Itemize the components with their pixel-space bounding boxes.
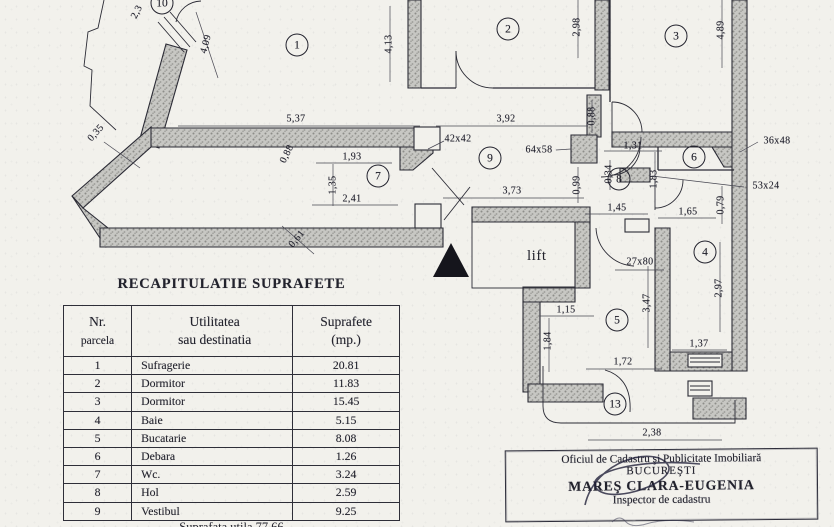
table-row: 6 Debara 1.26 [62, 446, 400, 467]
dimension-label: 2,98 [571, 17, 583, 37]
dimension-label: 53x24 [752, 180, 780, 192]
dimension-label: 1,84 [542, 331, 554, 351]
dimension-label: 0,79 [715, 195, 727, 215]
recap-header-row: Nr. parcela Utilitatea sau destinatia Su… [62, 305, 400, 357]
cell-nr-parcela: 3 [62, 392, 133, 412]
recap-table-body: 1 Sufragerie 20.81 2 Dormitor 11.83 3 Do… [62, 355, 400, 521]
cell-suprafata: 8.08 [292, 428, 400, 448]
room-number: 6 [682, 145, 706, 169]
dimension-label: 2,38 [642, 427, 662, 439]
cell-utilitatea: Bucatarie [131, 428, 294, 448]
room-number: 3 [664, 24, 688, 48]
dimension-label: 5,37 [286, 113, 306, 125]
dimension-label: 2,97 [713, 278, 725, 298]
table-row: 1 Sufragerie 20.81 [62, 355, 400, 376]
dimension-label: 4,89 [715, 20, 727, 40]
cell-utilitatea: Dormitor [131, 374, 294, 394]
room-number: 5 [605, 308, 629, 332]
dimension-label: 42x42 [444, 133, 472, 145]
pillars [413, 126, 650, 233]
cell-nr-parcela: 7 [62, 465, 133, 485]
dimension-label: 1,37 [689, 338, 709, 350]
dimension-label: 0,99 [571, 175, 583, 195]
dimension-lines [103, 0, 759, 441]
cell-utilitatea: Vestibul [131, 501, 294, 521]
dimension-label: 64x58 [525, 144, 553, 156]
floor-plan [71, 0, 759, 441]
cell-utilitatea: Debara [131, 446, 294, 467]
cell-suprafata: 3.24 [292, 465, 400, 485]
dimension-label: 1,45 [607, 202, 627, 214]
dimension-label: 1,35 [327, 175, 339, 195]
dimension-label: 1,83 [648, 169, 660, 189]
header-suprafete: Suprafete (mp.) [292, 305, 400, 357]
table-row: 9 Vestibul 9.25 [62, 501, 400, 521]
recap-table: Nr. parcela Utilitatea sau destinatia Su… [62, 305, 400, 521]
balcony-outlines [83, 0, 736, 424]
cell-utilitatea: Dormitor [131, 392, 294, 412]
recap-title: RECAPITULATIE SUPRAFETE [117, 276, 346, 292]
dimension-label: 1,72 [613, 356, 633, 368]
cell-suprafata: 11.83 [292, 374, 400, 394]
lift-label: lift [527, 248, 547, 264]
dimension-label: 2,41 [342, 193, 362, 205]
cell-utilitatea: Sufragerie [131, 355, 294, 376]
room-number: 13 [603, 392, 627, 416]
dimension-label: 4,13 [383, 34, 395, 54]
cell-suprafata: 2.59 [292, 483, 400, 503]
header-utilitatea: Utilitatea sau destinatia [131, 305, 294, 357]
dimension-label: 36x48 [763, 135, 791, 147]
cell-utilitatea: Baie [131, 410, 294, 430]
interior-lines [421, 0, 734, 289]
dimension-label: 3,47 [641, 293, 653, 313]
cadastru-stamp: Oficiul de Cadastru şi Publicitate Imobi… [504, 447, 819, 523]
dimension-label: 3,73 [502, 185, 522, 197]
cell-suprafata: 9.25 [292, 501, 400, 521]
cell-nr-parcela: 2 [62, 374, 133, 394]
table-row: 4 Baie 5.15 [62, 410, 400, 430]
windows [687, 353, 723, 397]
table-row: 8 Hol 2.59 [62, 483, 400, 503]
cell-utilitatea: Wc. [131, 465, 294, 485]
cell-utilitatea: Hol [131, 483, 294, 503]
cell-nr-parcela: 4 [62, 410, 133, 430]
cell-suprafata: 15.45 [292, 392, 400, 412]
dimension-label: 27x80 [626, 256, 654, 268]
stamp-inspector-role: Inspector de cadastru [612, 493, 711, 507]
north-arrow-icon [433, 243, 469, 277]
dimension-label: 1,65 [678, 206, 698, 218]
doors [431, 50, 684, 413]
room-number: 9 [478, 146, 502, 170]
cell-nr-parcela: 1 [62, 355, 133, 376]
header-nr: Nr. parcela [62, 305, 133, 357]
cell-nr-parcela: 5 [62, 428, 133, 448]
table-row: 5 Bucatarie 8.08 [62, 428, 400, 448]
dimension-label: 1,31 [623, 140, 643, 152]
table-row: 2 Dormitor 11.83 [62, 374, 400, 394]
cell-nr-parcela: 6 [62, 446, 133, 467]
table-row: 3 Dormitor 15.45 [62, 392, 400, 412]
cell-nr-parcela: 9 [62, 501, 133, 521]
room-number: 1 [285, 33, 309, 57]
dimension-label: 1,93 [342, 151, 362, 163]
room-number: 7 [366, 164, 390, 188]
room-number: 8 [607, 167, 631, 191]
cell-suprafata: 1.26 [292, 446, 400, 467]
dimension-label: 1,15 [556, 304, 576, 316]
recap-footer: Suprafata utila 77.66 [179, 520, 284, 527]
dimension-label: 0,88 [586, 106, 598, 126]
room-number: 2 [496, 17, 520, 41]
cell-nr-parcela: 8 [62, 483, 133, 503]
walls [71, 0, 748, 420]
dimension-label: 3,92 [496, 113, 516, 125]
cell-suprafata: 5.15 [292, 410, 400, 430]
table-row: 7 Wc. 3.24 [62, 465, 400, 485]
room-number: 4 [693, 240, 717, 264]
cell-suprafata: 20.81 [292, 355, 400, 376]
